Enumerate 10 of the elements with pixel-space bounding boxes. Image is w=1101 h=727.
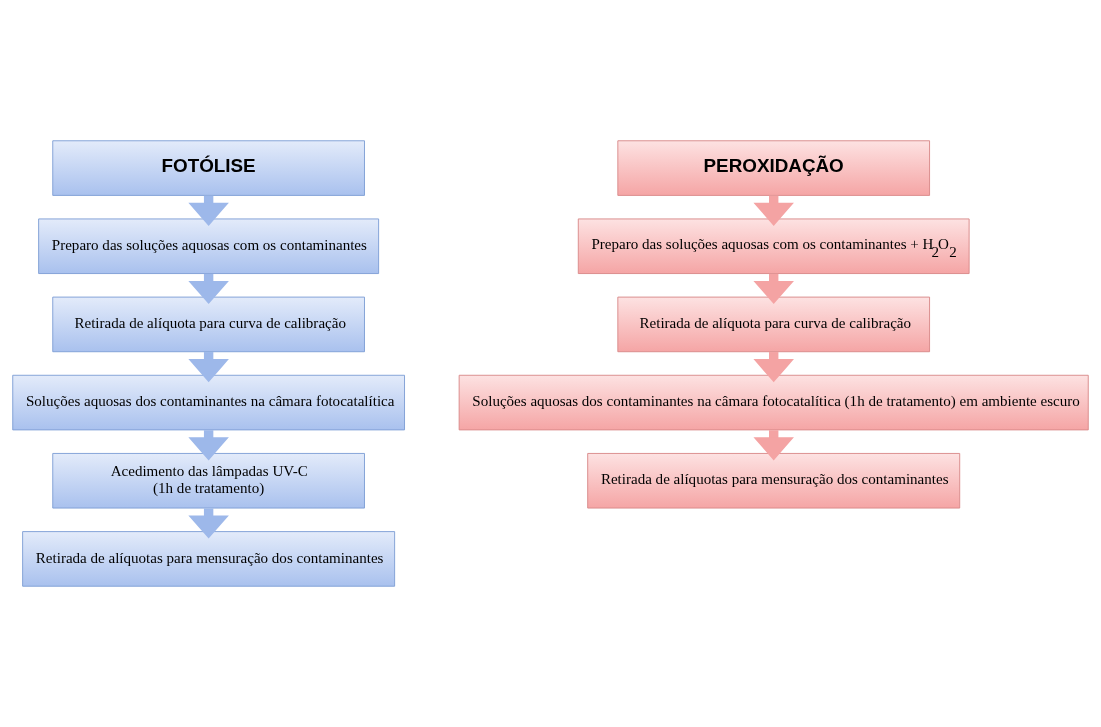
node-box: Soluções aquosas dos contaminantes na câmara fotocatalítica (1h de tratamento) em ambiente escuro: [458, 374, 1089, 431]
node-box: PEROXIDAÇÃO: [617, 140, 931, 196]
node-box: Preparo das soluções aquosas com os contaminantes: [38, 218, 380, 275]
node-box: Retirada de alíquotas para mensuração dos contaminantes: [587, 452, 961, 509]
node-box: Soluções aquosas dos contaminantes na câmara fotocatalítica: [12, 374, 405, 431]
node-box: FOTÓLISE: [52, 140, 365, 196]
node-box: Retirada de alíquota para curva de calibração: [617, 296, 931, 353]
node-box: Acedimento das lâmpadas UV-C (1h de tratamento): [52, 452, 365, 509]
node-box: Retirada de alíquotas para mensuração dos contaminantes: [22, 531, 396, 587]
node-box: Retirada de alíquota para curva de calibração: [52, 296, 365, 353]
